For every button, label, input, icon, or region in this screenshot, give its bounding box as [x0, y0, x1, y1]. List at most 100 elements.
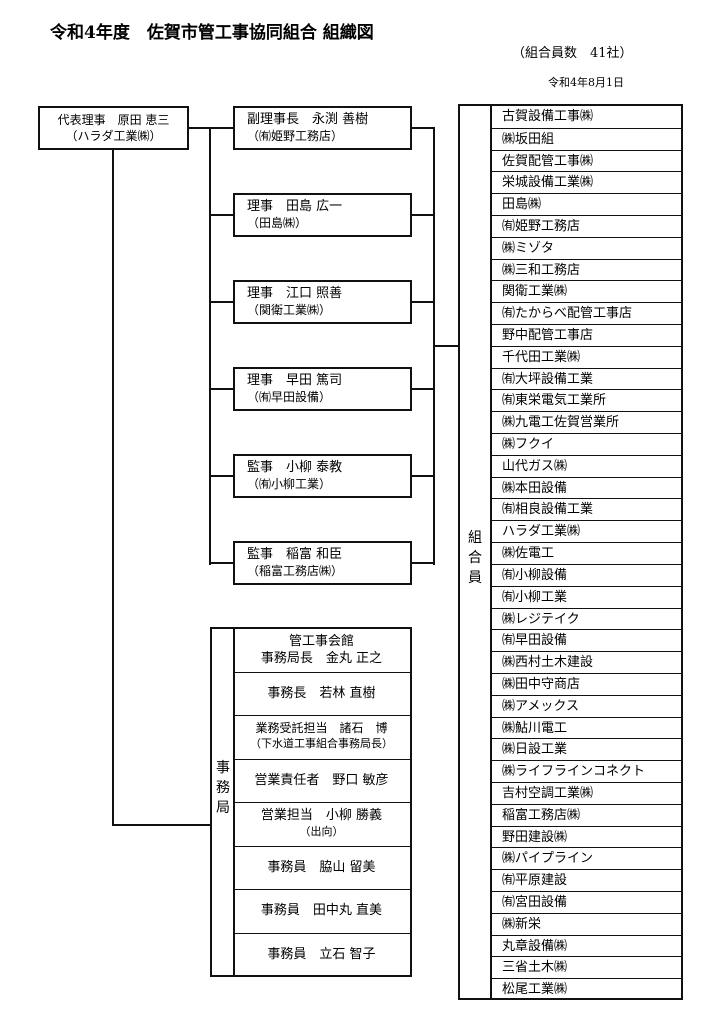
member-count: （組合員数 41社）: [512, 46, 633, 61]
member-item: ㈱アメックス: [492, 694, 681, 718]
staff-line: 営業担当 小柳 勝義: [260, 808, 383, 823]
member-item: 三省土木㈱: [492, 956, 681, 979]
rep-trunk-line: [112, 149, 114, 826]
officers-to-members-connector: [433, 345, 460, 347]
staff-line: （下水道工事組合事務局長）: [250, 737, 393, 750]
member-list: 古賀設備工事㈱㈱坂田組佐賀配管工事㈱栄城設備工業㈱田島㈱㈲姫野工務店㈱ミゾタ㈱三…: [492, 106, 681, 1000]
member-item: ㈱ミゾタ: [492, 236, 681, 260]
officer-box: 副理事長 永渕 善樹 （㈲姫野工務店）: [233, 106, 412, 150]
page-title: 令和4年度 佐賀市管工事協同組合 組織図: [50, 23, 374, 43]
officer-box: 理事 田島 広一 （田島㈱）: [233, 193, 412, 237]
member-item: ㈱田中守商店: [492, 672, 681, 696]
member-item: ㈱フクイ: [492, 433, 681, 456]
officer-box: 理事 早田 篤司 （㈲早田設備）: [233, 367, 412, 411]
officer-name: 副理事長 永渕 善樹: [247, 112, 369, 127]
member-item: ㈱佐電工: [492, 542, 681, 565]
officer-box: 監事 小柳 泰教 （㈲小柳工業）: [233, 454, 412, 498]
rep-to-officers-connector: [187, 127, 211, 129]
secretariat-divider: [233, 629, 235, 977]
officer-tick: [209, 214, 233, 216]
officer-company: （田島㈱）: [247, 216, 308, 230]
staff-line: 業務受託担当 諸石 博: [255, 721, 388, 735]
staff-divider: [233, 889, 410, 890]
member-item: 稲富工務店㈱: [492, 803, 681, 827]
officer-name: 理事 田島 広一: [247, 199, 343, 214]
staff-divider: [233, 715, 410, 716]
officer-name: 監事 小柳 泰教: [247, 460, 343, 475]
member-item: 松尾工業㈱: [492, 978, 681, 1001]
officer-tick: [412, 127, 434, 129]
staff-cell: 管工事会館 事務局長 金丸 正之: [233, 629, 410, 672]
staff-line: 事務員 脇山 留美: [267, 860, 376, 875]
officer-name: 理事 江口 照善: [247, 286, 343, 301]
officer-company: （㈲小柳工業）: [247, 477, 332, 491]
staff-cell: 事務員 田中丸 直美: [233, 890, 410, 933]
member-item: 山代ガス㈱: [492, 454, 681, 478]
staff-divider: [233, 933, 410, 934]
representative-company: （ハラダ工業㈱）: [65, 129, 162, 143]
member-item: ハラダ工業㈱: [492, 520, 681, 543]
member-item: ㈱坂田組: [492, 127, 681, 151]
officer-company: （稲富工務店㈱）: [247, 564, 344, 578]
secretariat-label: 事 務 局: [216, 760, 230, 816]
staff-line: 事務長 若林 直樹: [267, 686, 376, 701]
member-item: ㈱本田設備: [492, 476, 681, 500]
officer-tick: [412, 475, 434, 477]
member-item: ㈲早田設備: [492, 629, 681, 652]
officer-company: （㈲姫野工務店）: [247, 129, 344, 143]
member-item: ㈱九電工佐賀営業所: [492, 411, 681, 434]
staff-cell: 事務員 脇山 留美: [233, 847, 410, 889]
representative-box: 代表理事 原田 恵三 （ハラダ工業㈱）: [38, 106, 189, 150]
staff-cell: 事務長 若林 直樹: [233, 673, 410, 715]
member-item: 野田建設㈱: [492, 825, 681, 849]
member-item: ㈲東栄電気工業所: [492, 389, 681, 412]
officer-tick: [209, 301, 233, 303]
member-item: 関衛工業㈱: [492, 280, 681, 303]
officer-box: 監事 稲富 和臣 （稲富工務店㈱）: [233, 541, 412, 585]
officer-bus-line: [209, 127, 211, 565]
member-item: 吉村空調工業㈱: [492, 781, 681, 805]
officer-company: （関衛工業㈱）: [247, 303, 332, 317]
staff-line: （出向）: [299, 825, 344, 838]
member-item: ㈲たからべ配管工事店: [492, 302, 681, 325]
staff-cell: 事務員 立石 智子: [233, 934, 410, 975]
staff-line: 事務員 立石 智子: [267, 947, 376, 962]
member-item: 佐賀配管工事㈱: [492, 149, 681, 173]
officer-tick: [209, 127, 233, 129]
staff-line: 事務員 田中丸 直美: [260, 903, 383, 918]
staff-line: 営業責任者 野口 敏彦: [254, 773, 389, 788]
member-item: ㈲小柳工業: [492, 585, 681, 609]
member-item: 千代田工業㈱: [492, 345, 681, 369]
trunk-to-secretariat-connector: [112, 824, 212, 826]
representative-name: 代表理事 原田 恵三: [57, 113, 170, 127]
member-item: ㈲姫野工務店: [492, 215, 681, 238]
officer-tick: [412, 214, 434, 216]
staff-divider: [233, 672, 410, 673]
staff-line: 管工事会館: [288, 634, 354, 649]
staff-divider: [233, 846, 410, 847]
member-item: 古賀設備工事㈱: [502, 109, 594, 124]
member-item: ㈱日設工業: [492, 738, 681, 761]
staff-cell: 営業責任者 野口 敏彦: [233, 760, 410, 802]
member-item: 野中配管工事店: [492, 324, 681, 347]
member-item: 栄城設備工業㈱: [492, 171, 681, 194]
member-item: ㈲大坪設備工業: [492, 367, 681, 391]
staff-line: 事務局長 金丸 正之: [260, 651, 383, 666]
staff-divider: [233, 802, 410, 803]
officer-tick: [412, 562, 434, 564]
member-item: ㈱鮎川電工: [492, 716, 681, 740]
staff-cell: 業務受託担当 諸石 博 （下水道工事組合事務局長）: [233, 716, 410, 759]
member-item: ㈲相良設備工業: [492, 498, 681, 521]
date-label: 令和4年8月1日: [548, 76, 624, 89]
member-item: ㈲小柳設備: [492, 563, 681, 587]
member-item: ㈱パイプライン: [492, 847, 681, 870]
member-item: ㈱ライフラインコネクト: [492, 760, 681, 783]
member-item: ㈲平原建設: [492, 869, 681, 892]
member-item: 丸章設備㈱: [492, 934, 681, 958]
staff-cell: 営業担当 小柳 勝義 （出向）: [233, 803, 410, 846]
member-item: ㈱レジテイク: [492, 607, 681, 631]
staff-divider: [233, 759, 410, 760]
member-item: ㈱西村土木建設: [492, 651, 681, 674]
officer-company: （㈲早田設備）: [247, 390, 332, 404]
officer-tick: [209, 475, 233, 477]
